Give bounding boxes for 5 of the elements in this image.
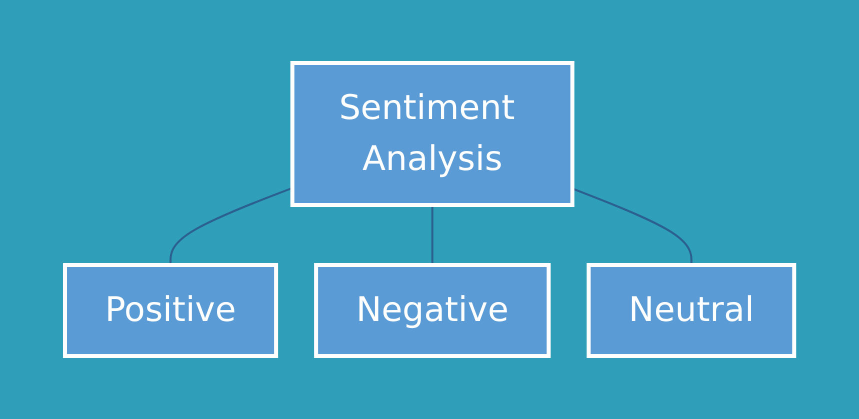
connector (431, 205, 434, 265)
node-box: Sentiment Analysis (290, 61, 574, 207)
node-box: Negative (314, 263, 551, 358)
node-box: Neutral (586, 263, 796, 358)
node-box: Positive (62, 263, 278, 358)
